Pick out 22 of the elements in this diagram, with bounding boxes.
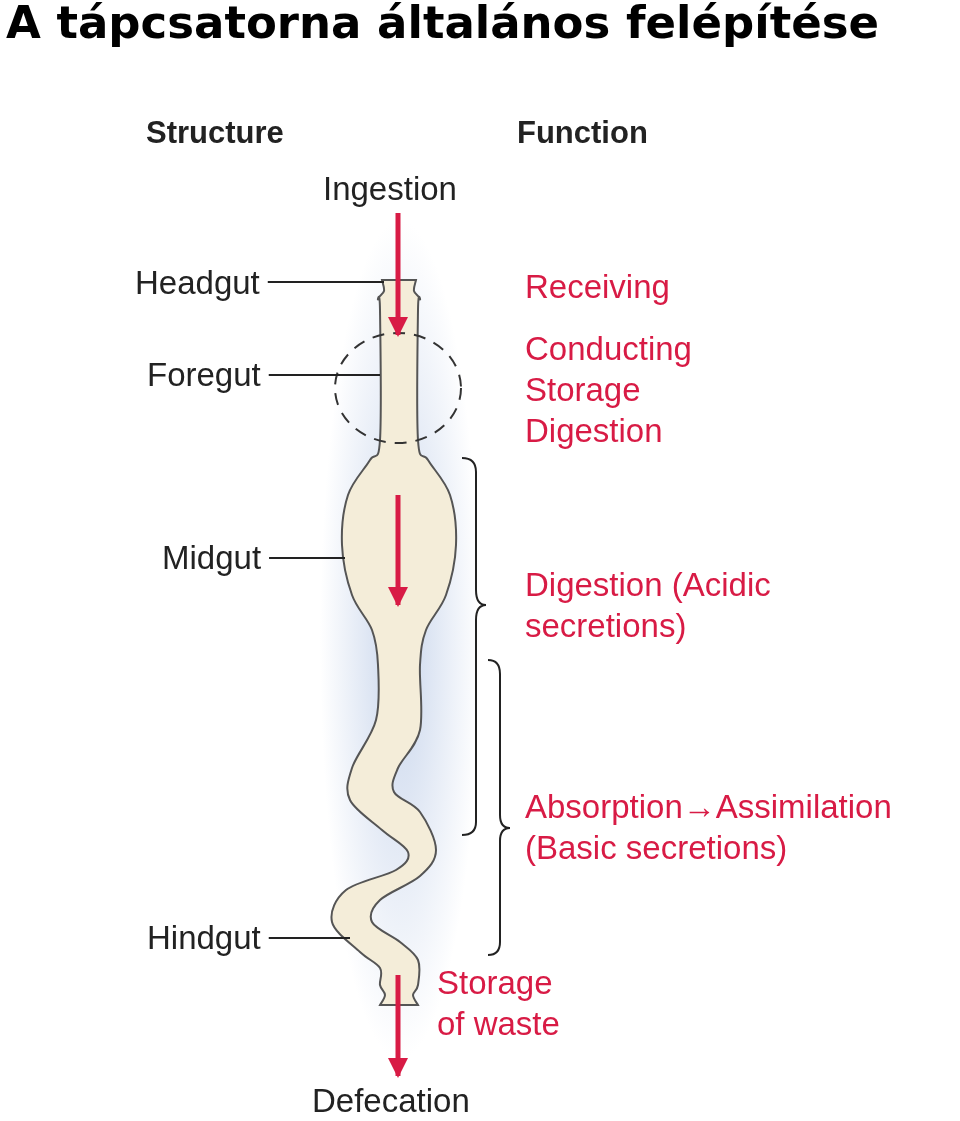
leader-line [268,557,346,559]
function-label: Digestion [525,411,663,451]
part-label: Midgut [162,537,262,578]
function-label: Absorption→Assimilation (Basic secretions) [525,787,893,868]
function-label: Storage [525,370,641,410]
heading: Function [517,114,648,152]
function-label: Digestion (Acidic secretions) [525,565,772,646]
part-label: Hindgut [147,917,261,958]
flow-label: Defecation [312,1080,470,1121]
flow-label: Ingestion [323,168,457,209]
function-label: Conducting [525,329,692,369]
heading: Structure [146,114,284,152]
arrow [388,975,408,1078]
part-label: Foregut [147,354,261,395]
part-label: Headgut [135,262,260,303]
leader-line [267,937,351,939]
leader-line [266,281,385,283]
leader-line [267,374,381,376]
function-label: Receiving [525,267,670,307]
title: A tápcsatorna általános felépítése [6,0,879,49]
arrow [388,213,408,337]
function-label: Storage of waste [437,963,561,1044]
